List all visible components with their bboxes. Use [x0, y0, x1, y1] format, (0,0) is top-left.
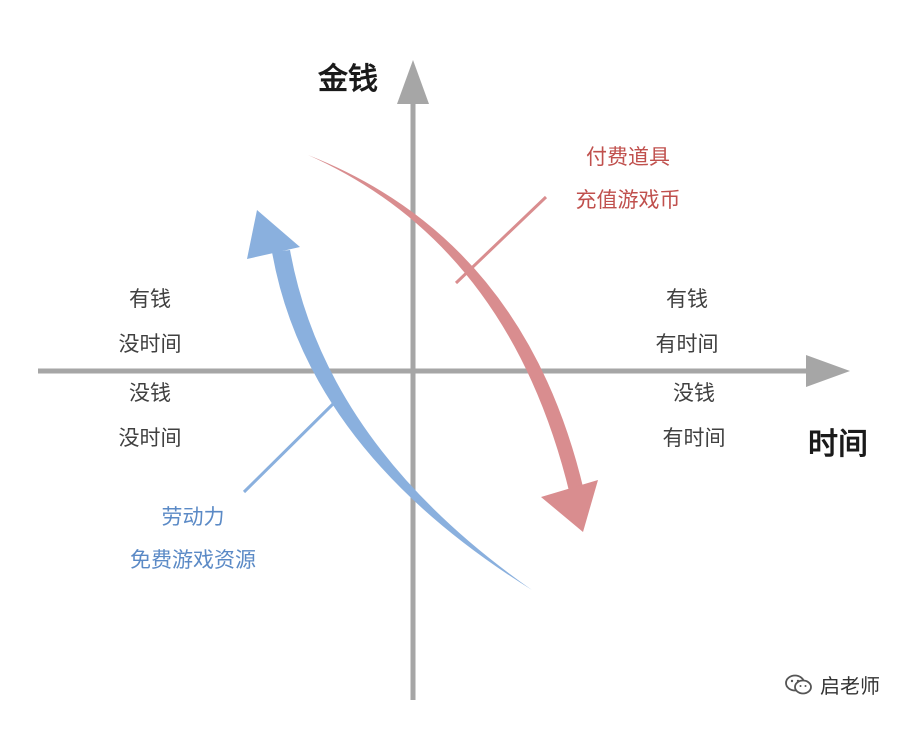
y-axis-arrowhead [397, 60, 429, 104]
quadrant-top-left-label: 有钱 没时间 [108, 289, 192, 355]
quadrant-bottom-left-line2: 没时间 [118, 426, 182, 450]
quadrant-top-left-line1: 有钱 [129, 287, 171, 311]
quadrant-bottom-left-label: 没钱 没时间 [108, 383, 192, 449]
quadrant-top-right-label: 有钱 有时间 [645, 289, 729, 355]
quadrant-bottom-right-line1: 没钱 [673, 381, 715, 405]
quadrant-top-right-line1: 有钱 [666, 287, 708, 311]
wechat-icon [785, 674, 812, 694]
quadrant-top-left-line2: 没时间 [118, 332, 182, 356]
quadrant-top-right-line2: 有时间 [655, 332, 719, 356]
blue-callout-line [242, 399, 338, 494]
red-callout-line2: 充值游戏币 [575, 188, 681, 212]
watermark-text: 启老师 [820, 674, 880, 698]
red-callout-line1: 付费道具 [586, 145, 670, 169]
blue-arrowhead [247, 210, 300, 259]
y-axis-title: 金钱 [318, 62, 378, 97]
red-arrow-body [308, 155, 584, 495]
quadrant-bottom-left-line1: 没钱 [129, 381, 171, 405]
red-arrowhead [541, 480, 598, 532]
x-axis-title: 时间 [808, 427, 868, 462]
quadrant-bottom-right-label: 没钱 有时间 [652, 383, 736, 449]
blue-callout-line1: 劳动力 [161, 505, 225, 529]
blue-callout-line2: 免费游戏资源 [130, 548, 256, 572]
blue-callout-text: 劳动力 免费游戏资源 [108, 507, 278, 571]
red-callout-text: 付费道具 充值游戏币 [570, 147, 686, 211]
red-callout-line [454, 195, 548, 285]
quadrant-bottom-right-line2: 有时间 [662, 426, 726, 450]
x-axis-arrowhead [806, 355, 850, 387]
watermark: 启老师 [784, 670, 880, 699]
